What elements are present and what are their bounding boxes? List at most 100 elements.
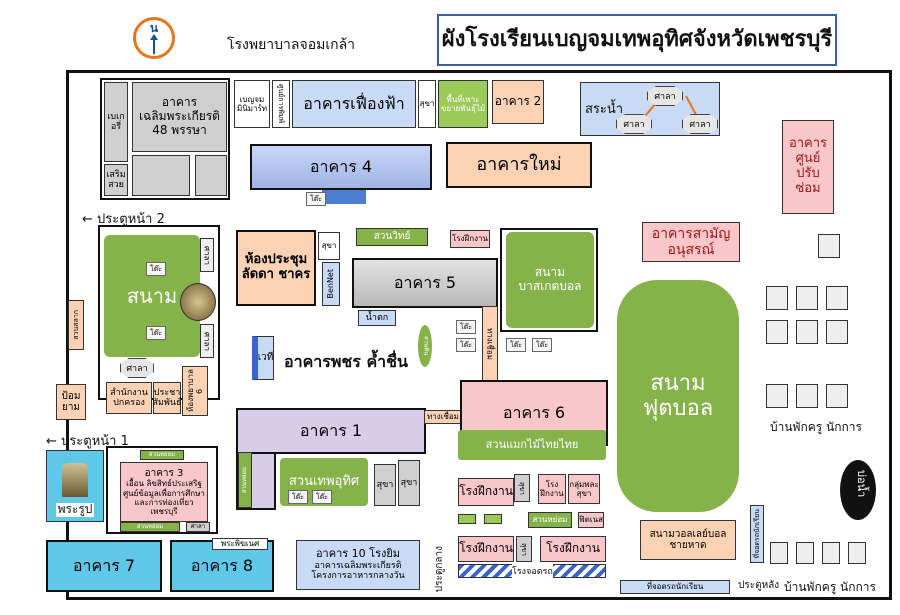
table-field-top: โต๊ะ: [146, 262, 166, 276]
table-thep-a: โต๊ะ: [288, 490, 308, 504]
parking-label: โรงจอดรถ: [512, 564, 553, 578]
teacher-house-nw: [818, 234, 840, 258]
sala-field-top: ศาลา: [200, 238, 214, 272]
meeting-room: ห้องประชุม ลัดดา ชาคร: [236, 230, 316, 306]
pond: [840, 460, 876, 520]
football-field: สนาม ฟุตบอล: [617, 280, 739, 512]
pe-group: กลุ่มพละ สุขา: [568, 474, 600, 504]
guard-post: ป้อม ยาม: [56, 384, 86, 420]
teacher-house-7: [766, 384, 788, 408]
table-b5-d: โต๊ะ: [532, 338, 552, 352]
building-2: อาคาร 2: [492, 80, 544, 124]
pool-sala-top: ศาลา: [647, 86, 683, 106]
restroom-fuengfa: สุขา: [418, 80, 436, 128]
teacher-house-5: [796, 320, 818, 344]
middle-gate: ประตูกลาง: [434, 546, 445, 593]
science-garden: สวนวิทย์: [356, 228, 428, 246]
ornamental-garden: สวนแมกไม้ไทยไทย: [458, 430, 606, 460]
table-b5-c: โต๊ะ: [506, 338, 526, 352]
building-chalerm48: อาคาร เฉลิมพระเกียรติ 48 พรรษา: [132, 82, 227, 152]
pool-label: สระน้ำ: [585, 102, 624, 117]
workshop-b: โรง ฝึกงาน: [538, 474, 566, 504]
building-7: อาคาร 7: [46, 540, 162, 592]
petch-building-label: อาคารพชร ค้ำชื่น: [284, 352, 408, 371]
restroom-b1-b: สุขา: [398, 460, 420, 506]
walkway-vertical: ทางเชื่อม: [482, 306, 498, 382]
lottery-garden: สวนสลาก: [68, 300, 84, 350]
beach-volleyball: สนามวอลเลย์บอล ชายหาด: [640, 520, 736, 560]
bench-b: [484, 514, 502, 524]
bennet: BenNet: [322, 262, 340, 306]
new-building: อาคารใหม่: [446, 142, 592, 188]
map-title: ผังโรงเรียนเบญจมเทพอุทิศจังหวัดเพชรบุรี: [437, 14, 837, 66]
sala-field-bottom: ศาลา: [200, 324, 214, 358]
table-b5-a: โต๊ะ: [456, 320, 476, 334]
chalerm48-annex-left: [132, 155, 190, 196]
nurse-room: ห้องพยาบาล 6: [182, 366, 208, 416]
ganesha-shrine: พระพิฆเนศ: [212, 538, 268, 550]
teacher-house-8: [796, 384, 818, 408]
rock-garden-workshop: สวนหย่อม: [528, 512, 572, 528]
teacher-house-1: [766, 286, 788, 310]
basketball-court: สนาม บาสเกตบอล: [506, 232, 594, 328]
sala-b3: ศาลา: [186, 522, 210, 532]
school-boundary: [66, 70, 892, 600]
building-5: อาคาร 5: [352, 258, 498, 308]
garden-b3-top: สวนหย่อม: [140, 450, 184, 460]
office-discipline: สำนักงาน ปกครอง: [106, 382, 152, 414]
teacher-houses-label-north: บ้านพักครู นักการ: [770, 420, 862, 434]
stage: เวที: [252, 336, 274, 380]
rock-garden-oval: สวนหิน: [418, 325, 432, 367]
beauty-salon: เสริมสวย: [104, 164, 128, 196]
building-1: อาคาร 1: [236, 408, 426, 454]
service-center: อาคาร ศูนย์ ปรับ ซ่อม: [782, 120, 834, 214]
teacher-houses-label-south: บ้านพักครู นักการ: [784, 580, 876, 594]
restroom-meeting: สุขา: [318, 232, 340, 260]
teacher-house-3: [826, 286, 848, 310]
student-parking-vertical: ที่จอดรถนักเรียน: [750, 505, 764, 563]
teacher-house-4: [766, 320, 788, 344]
waterfall: น้ำตก: [358, 310, 396, 326]
building-10: อาคาร 10 โรงยิม อาคารเฉลิมพระเกียรติ โคร…: [296, 540, 420, 590]
hospital-label: โรงพยาบาลจอมเกล้า: [227, 37, 356, 53]
teacher-house-13: [848, 542, 866, 564]
samakkee-building: อาคารสามัญ อนุสรณ์: [642, 222, 740, 262]
minimart: เบญจม มินิมาร์ท: [234, 80, 270, 128]
table-b4: โต๊ะ: [306, 192, 326, 206]
print-center: ศูนย์การพิมพ์: [272, 80, 290, 128]
north-arrow-icon: [150, 34, 158, 54]
student-parking: ที่จอดรถนักเรียน: [620, 580, 730, 594]
teacher-house-11: [796, 542, 814, 564]
chalerm48-annex-right: [195, 155, 227, 196]
teacher-house-12: [822, 542, 840, 564]
statue-icon: [62, 463, 88, 498]
building-4-ramp: [322, 190, 366, 204]
table-field-bottom: โต๊ะ: [146, 326, 166, 340]
teacher-house-10: [770, 542, 788, 564]
building-3: อาคาร 3 เอื้อน ลิขสิทธ์ประเสริฐ ศูนย์ข้อ…: [120, 462, 208, 522]
rock-garden-b1: สวนหย่อม: [238, 452, 252, 508]
restroom-b1-a: สุขา: [374, 464, 396, 506]
building-4: อาคาร 4: [250, 144, 432, 190]
north-compass: น: [133, 17, 175, 59]
building-fuengfa: อาคารเฟื่องฟ้า: [292, 80, 416, 128]
front-gate-2: ← ประตูหน้า 2: [82, 212, 165, 227]
walkway-horizontal: ทางเชื่อม: [424, 410, 462, 424]
public-relations: ประชา สัมพันธ์: [153, 382, 182, 414]
restroom-workshop-c: สุขา: [516, 536, 532, 562]
pond-label: บ่อน้ำ: [855, 470, 868, 498]
workshop-d: โรงฝึกงาน: [540, 536, 606, 562]
bakery: เบเกอรี่: [104, 82, 128, 162]
front-gate-1: ← ประตูหน้า 1: [46, 434, 129, 449]
back-gate: ประตูหลัง: [738, 580, 780, 591]
garden-b3-bottom: สวนหย่อม: [120, 522, 180, 532]
fitness: ฟิตเนส: [578, 512, 604, 528]
shrine-icon: [180, 283, 216, 321]
sala-field-south: ศาลา: [120, 358, 154, 378]
workshop-a: โรงฝึกงาน: [458, 478, 514, 506]
table-thep-b: โต๊ะ: [312, 490, 332, 504]
teacher-house-2: [796, 286, 818, 310]
pool-sala-right: ศาลา: [682, 114, 718, 134]
teacher-house-9: [826, 384, 848, 408]
